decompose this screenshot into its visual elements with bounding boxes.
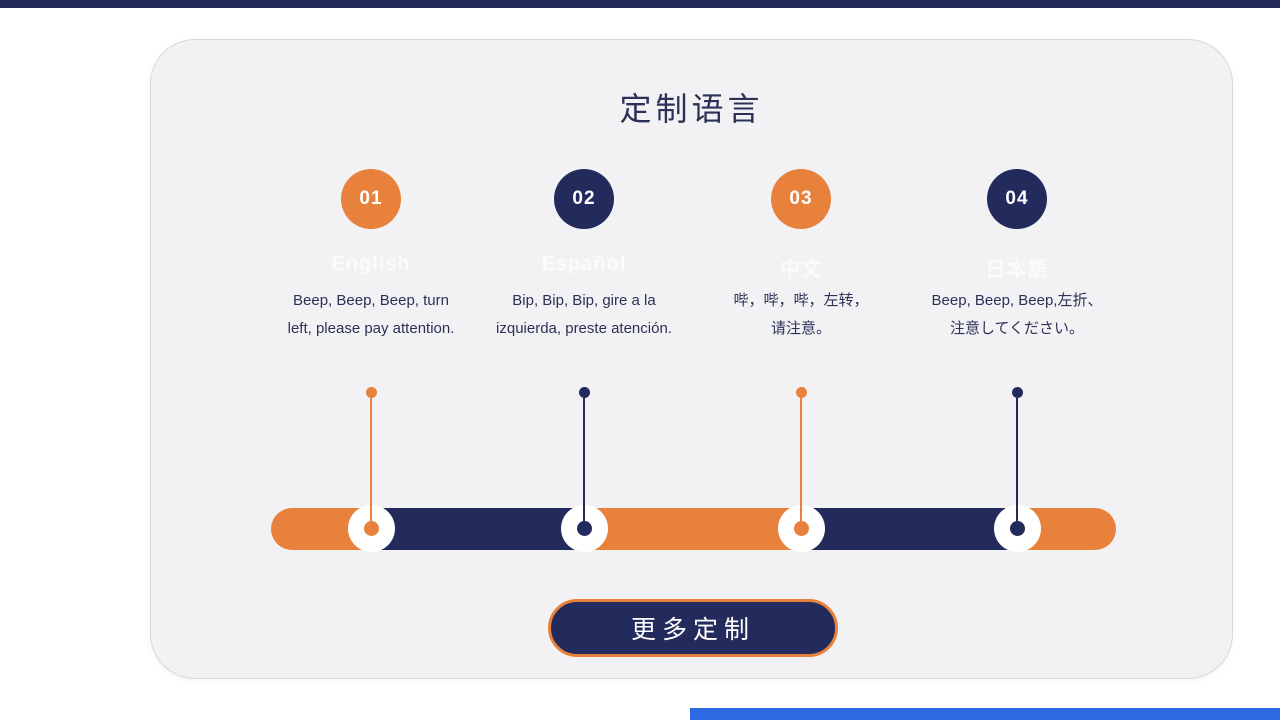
description-line: 哔，哔，哔，左转，	[733, 292, 869, 309]
pin-dot	[1012, 387, 1023, 398]
page-title: 定制语言	[619, 91, 764, 127]
description-line: izquierda, preste atención.	[496, 320, 672, 337]
language-ghost-heading: 日本語	[985, 259, 1049, 281]
language-description: 哔，哔，哔，左转， 请注意。	[691, 287, 911, 343]
step-number-badge: 03	[771, 169, 831, 229]
language-description: Beep, Beep, Beep, turn left, please pay …	[261, 287, 481, 343]
language-ghost-heading: English	[331, 253, 411, 275]
step-number-badge: 04	[987, 169, 1047, 229]
pin-dot	[366, 387, 377, 398]
language-customization-card: 定制语言 01 English Beep, Beep, Beep, turn l…	[150, 39, 1233, 679]
language-ghost-heading: 中文	[780, 259, 822, 281]
description-line: 请注意。	[770, 320, 831, 337]
timeline-segment	[584, 508, 801, 550]
bottom-edge-bar	[690, 708, 1280, 720]
more-customization-button[interactable]: 更多定制	[548, 599, 838, 657]
language-ghost-heading: Español	[541, 253, 627, 275]
pin-dot	[579, 387, 590, 398]
language-description: Beep, Beep, Beep,左折、 注意してください。	[907, 287, 1127, 343]
description-line: 注意してください。	[949, 320, 1085, 337]
pin-line	[800, 398, 802, 529]
timeline-segment	[801, 508, 1017, 550]
pin-dot	[796, 387, 807, 398]
language-description: Bip, Bip, Bip, gire a la izquierda, pres…	[474, 287, 694, 343]
description-line: left, please pay attention.	[287, 320, 455, 337]
timeline-segment	[371, 508, 584, 550]
description-line: Bip, Bip, Bip, gire a la	[512, 292, 656, 309]
top-edge-bar	[0, 0, 1280, 8]
description-line: Beep, Beep, Beep, turn	[293, 292, 449, 309]
description-line: Beep, Beep, Beep,左折、	[931, 292, 1103, 309]
step-number-badge: 02	[554, 169, 614, 229]
pin-line	[583, 398, 585, 529]
pin-line	[370, 398, 372, 529]
pin-line	[1016, 398, 1018, 529]
timeline-bar	[271, 508, 1116, 550]
step-number-badge: 01	[341, 169, 401, 229]
